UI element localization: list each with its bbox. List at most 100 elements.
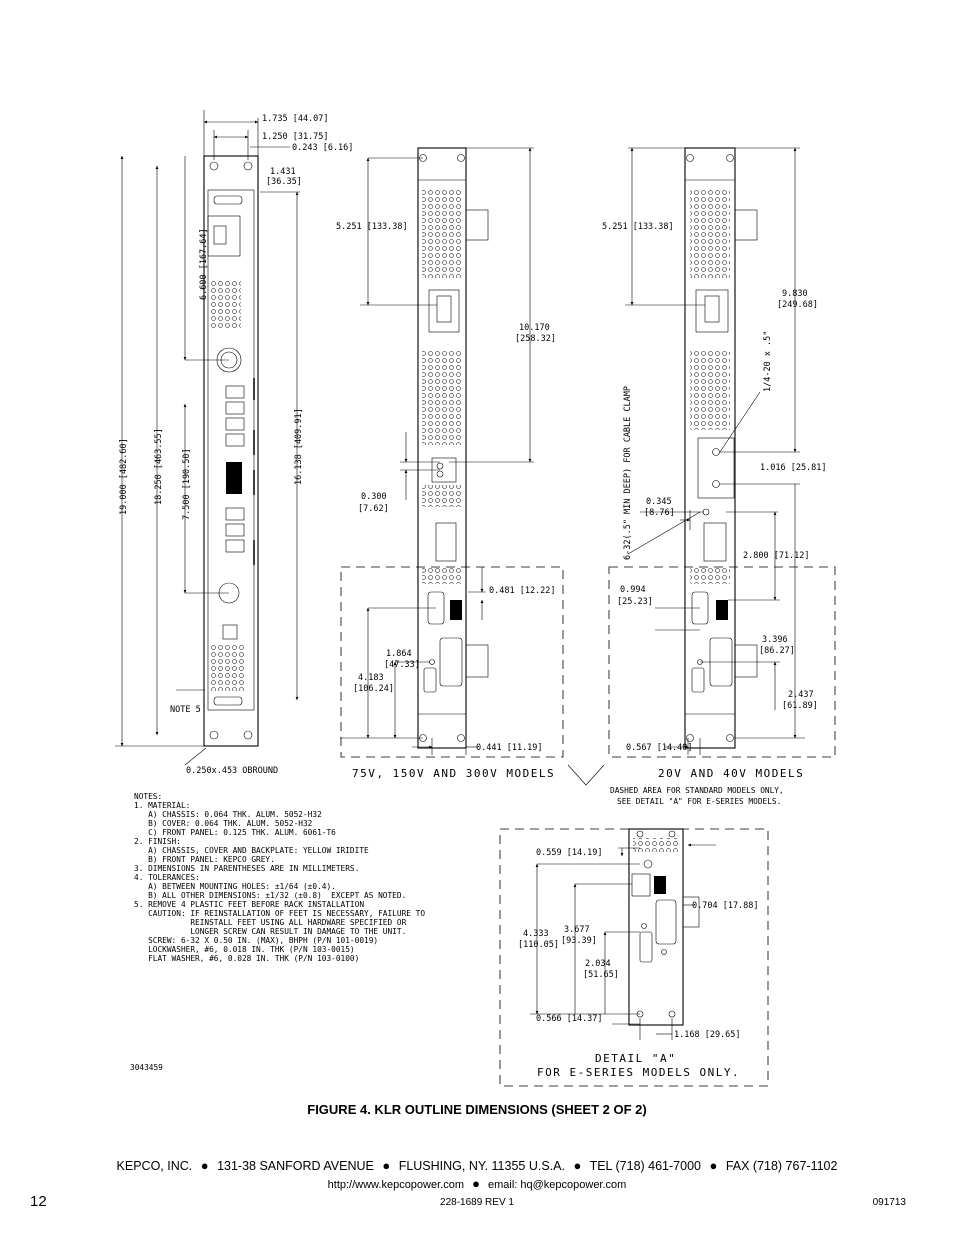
dashed-area-note-2: SEE DETAIL "A" FOR E-SERIES MODELS.	[617, 797, 781, 806]
dim-1250: 1.250 [31.75]	[262, 132, 329, 142]
dim-0481: 0.481 [12.22]	[489, 586, 556, 596]
note-line: 1. MATERIAL:	[134, 801, 190, 810]
dim-0994-mm: [25.23]	[617, 597, 653, 607]
note-line: 3. DIMENSIONS IN PARENTHESES ARE IN MILL…	[134, 864, 359, 873]
footer-fax: FAX (718) 767-1102	[725, 1159, 838, 1173]
note-line: LOCKWASHER, #6, 0.018 IN. THK (P/N 103-0…	[134, 945, 355, 954]
note-line: A) BETWEEN MOUNTING HOLES: ±1/64 (±0.4).	[134, 882, 336, 891]
dim-5251-left: 5.251 [133.38]	[336, 222, 408, 232]
dim-16138: 16.138 [409.91]	[294, 408, 304, 485]
dim-9830-mm: [249.68]	[777, 300, 818, 310]
note-line: B) ALL OTHER DIMENSIONS: ±1/32 (±0.8) EX…	[134, 891, 406, 900]
dim-19000: 19.000 [482.60]	[119, 438, 129, 515]
dim-1168: 1.168 [29.65]	[674, 1030, 741, 1040]
rear-panel-high-voltage-view	[417, 147, 489, 749]
dim-3396-mm: [86.27]	[759, 646, 795, 656]
note-5-label: NOTE 5	[170, 705, 201, 715]
note-line: SCREW: 6-32 X 0.50 IN. (MAX), BHPH (P/N …	[134, 936, 378, 945]
note-line: CAUTION: IF REINSTALLATION OF FEET IS NE…	[134, 909, 425, 918]
dim-0566: 0.566 [14.37]	[536, 1014, 603, 1024]
dim-1431: 1.431	[270, 167, 296, 177]
dim-9830: 9.830	[782, 289, 808, 299]
dim-2034: 2.034	[585, 959, 611, 969]
dim-thread-1-4-20: 1/4-20 x .5"	[763, 331, 773, 392]
dim-0345-mm: [8.76]	[644, 508, 675, 518]
drawing-number: 3043459	[130, 1063, 163, 1072]
footer-address: 131-38 SANFORD AVENUE	[217, 1159, 374, 1173]
bullet-icon: ●	[472, 1176, 480, 1191]
dim-0567: 0.567 [14.40]	[626, 743, 693, 753]
bullet-icon: ●	[709, 1158, 718, 1173]
note-line: 2. FINISH:	[134, 837, 181, 846]
dashed-area-pointer	[567, 764, 605, 786]
document-number: 228-1689 REV 1	[440, 1197, 514, 1208]
footer-city: FLUSHING, NY. 11355 U.S.A.	[398, 1159, 565, 1173]
footer-web-link[interactable]: http://www.kepcopower.com	[327, 1179, 464, 1191]
notes-block: NOTES: 1. MATERIAL: A) CHASSIS: 0.064 TH…	[134, 792, 425, 963]
dim-2437: 2.437	[788, 690, 814, 700]
footer-company: KEPCO, INC.	[116, 1159, 193, 1173]
dashed-area-right	[608, 566, 836, 758]
dim-1864-mm: [47.33]	[384, 660, 420, 670]
dim-4333: 4.333	[523, 929, 549, 939]
dim-7500: 7.500 [190.50]	[182, 448, 192, 520]
note-line: B) COVER: 0.064 THK. ALUM. 5052-H32	[134, 819, 313, 828]
dim-0441: 0.441 [11.19]	[476, 743, 543, 753]
dim-2800: 2.800 [71.12]	[743, 551, 810, 561]
front-panel-view	[203, 155, 259, 747]
dim-1864: 1.864	[386, 649, 412, 659]
note-line: C) FRONT PANEL: 0.125 THK. ALUM. 6061-T6	[134, 828, 336, 837]
dim-1735: 1.735 [44.07]	[262, 114, 329, 124]
rear-panel-low-voltage-dimensions	[625, 147, 805, 755]
dim-5251-right: 5.251 [133.38]	[602, 222, 674, 232]
dim-0559: 0.559 [14.19]	[536, 848, 603, 858]
dashed-area-note-1: DASHED AREA FOR STANDARD MODELS ONLY,	[610, 786, 784, 795]
bullet-icon: ●	[382, 1158, 391, 1173]
detail-a-subtitle: FOR E-SERIES MODELS ONLY.	[537, 1066, 740, 1079]
dim-4183: 4.183	[358, 673, 384, 683]
figure-caption: FIGURE 4. KLR OUTLINE DIMENSIONS (SHEET …	[307, 1102, 647, 1117]
detail-a-view	[499, 828, 769, 1087]
dim-0243: 0.243 [6.16]	[292, 143, 353, 153]
footer-contact-line: KEPCO, INC. ● 131-38 SANFORD AVENUE ● FL…	[0, 1158, 954, 1173]
dim-2437-mm: [61.89]	[782, 701, 818, 711]
dim-0994: 0.994	[620, 585, 646, 595]
dim-1016: 1.016 [25.81]	[760, 463, 827, 473]
detail-a-dimensions	[530, 843, 716, 1040]
bullet-icon: ●	[573, 1158, 582, 1173]
note-line: LONGER SCREW CAN RESULT IN DAMAGE TO THE…	[134, 927, 406, 936]
rear-panel-high-voltage-dimensions	[340, 147, 534, 755]
bullet-icon: ●	[200, 1158, 209, 1173]
dim-10170: 10.170	[519, 323, 550, 333]
note-line: A) CHASSIS: 0.064 THK. ALUM. 5052-H32	[134, 810, 322, 819]
page-number: 12	[30, 1193, 47, 1210]
dim-2034-mm: [51.65]	[583, 970, 619, 980]
dim-4333-mm: [110.05]	[518, 940, 559, 950]
note-line: FLAT WASHER, #6, 0.028 IN. THK (P/N 103-…	[134, 954, 359, 963]
footer-tel: TEL (718) 461-7000	[589, 1159, 701, 1173]
dim-3396: 3.396	[762, 635, 788, 645]
note-line: 5. REMOVE 4 PLASTIC FEET BEFORE RACK INS…	[134, 900, 364, 909]
note-line: 4. TOLERANCES:	[134, 873, 200, 882]
dim-3677: 3.677	[564, 925, 590, 935]
dim-1431-mm: [36.35]	[266, 177, 302, 187]
footer-email-link[interactable]: email: hq@kepcopower.com	[487, 1179, 627, 1191]
dim-0300: 0.300	[361, 492, 387, 502]
note-line: A) CHASSIS, COVER AND BACKPLATE: YELLOW …	[134, 846, 369, 855]
dim-18250: 18.250 [463.55]	[154, 428, 164, 505]
date-code: 091713	[872, 1197, 906, 1208]
dim-3677-mm: [93.39]	[561, 936, 597, 946]
note-line: REINSTALL FEET USING ALL HARDWARE SPECIF…	[134, 918, 407, 927]
dim-cable-clamp: 6-32(.5" MIN DEEP) FOR CABLE CLAMP	[623, 386, 633, 560]
rear-panel-low-voltage-view	[684, 147, 758, 749]
dim-0300-mm: [7.62]	[358, 504, 389, 514]
label-20v-40v: 20V AND 40V MODELS	[658, 767, 804, 780]
dim-0704: 0.704 [17.88]	[692, 901, 759, 911]
label-75v-150v-300v: 75V, 150V AND 300V MODELS	[352, 767, 555, 780]
front-panel-dimension-lines	[115, 110, 300, 766]
detail-a-title: DETAIL "A"	[595, 1052, 676, 1065]
dim-4183-mm: [106.24]	[353, 684, 394, 694]
dim-10170-mm: [258.32]	[515, 334, 556, 344]
note-line: NOTES:	[134, 792, 162, 801]
